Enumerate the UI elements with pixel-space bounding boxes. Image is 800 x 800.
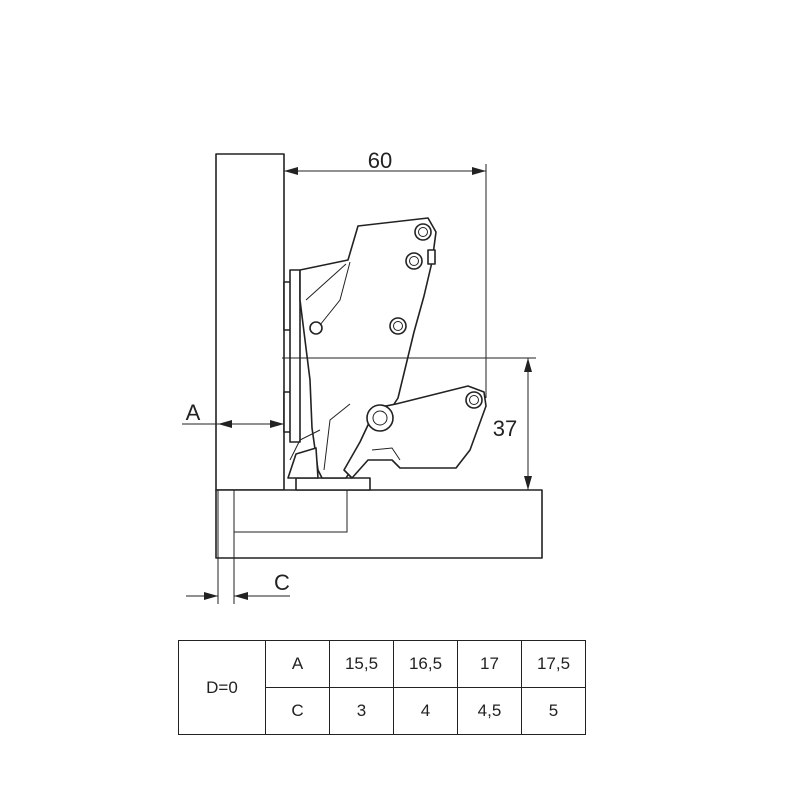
dimension-width-label: 60: [368, 148, 392, 173]
hinge-arm: [299, 217, 437, 479]
table-row-c: C 3 4 4,5 5: [179, 687, 586, 735]
row-c-label: C: [265, 687, 330, 735]
hinge-technical-drawing: 60 37 A C: [182, 148, 543, 604]
dimension-a-label: A: [186, 400, 201, 425]
row-a-value-2: 16,5: [393, 640, 458, 688]
d-label-cell: D=0: [178, 640, 266, 735]
row-a-value-3: 17: [457, 640, 522, 688]
row-c-value-2: 4: [393, 687, 458, 735]
cup-recess: [233, 490, 348, 533]
dimension-height-label: 37: [493, 416, 517, 441]
bottom-panel: [215, 489, 543, 559]
dimension-c: C: [186, 490, 290, 604]
row-a-value-1: 15,5: [329, 640, 394, 688]
side-panel: [215, 153, 285, 491]
spec-table: D=0 A 15,5 16,5 17 17,5 C 3 4 4,5 5: [178, 640, 586, 735]
arm-tab: [427, 249, 436, 265]
row-c-value-1: 3: [329, 687, 394, 735]
mounting-plate: [283, 269, 301, 443]
pivot-pins: [309, 223, 483, 432]
dimension-width-60: 60: [284, 148, 487, 398]
row-c-value-4: 5: [521, 687, 586, 735]
row-c-value-3: 4,5: [457, 687, 522, 735]
row-a-value-4: 17,5: [521, 640, 586, 688]
dimension-c-label: C: [274, 570, 290, 595]
dimension-a: A: [182, 400, 284, 428]
table-row-a: D=0 A 15,5 16,5 17 17,5: [178, 640, 586, 735]
row-a-label: A: [265, 640, 330, 688]
cup-flange: [295, 477, 371, 491]
dimension-height-37: 37: [282, 357, 536, 490]
